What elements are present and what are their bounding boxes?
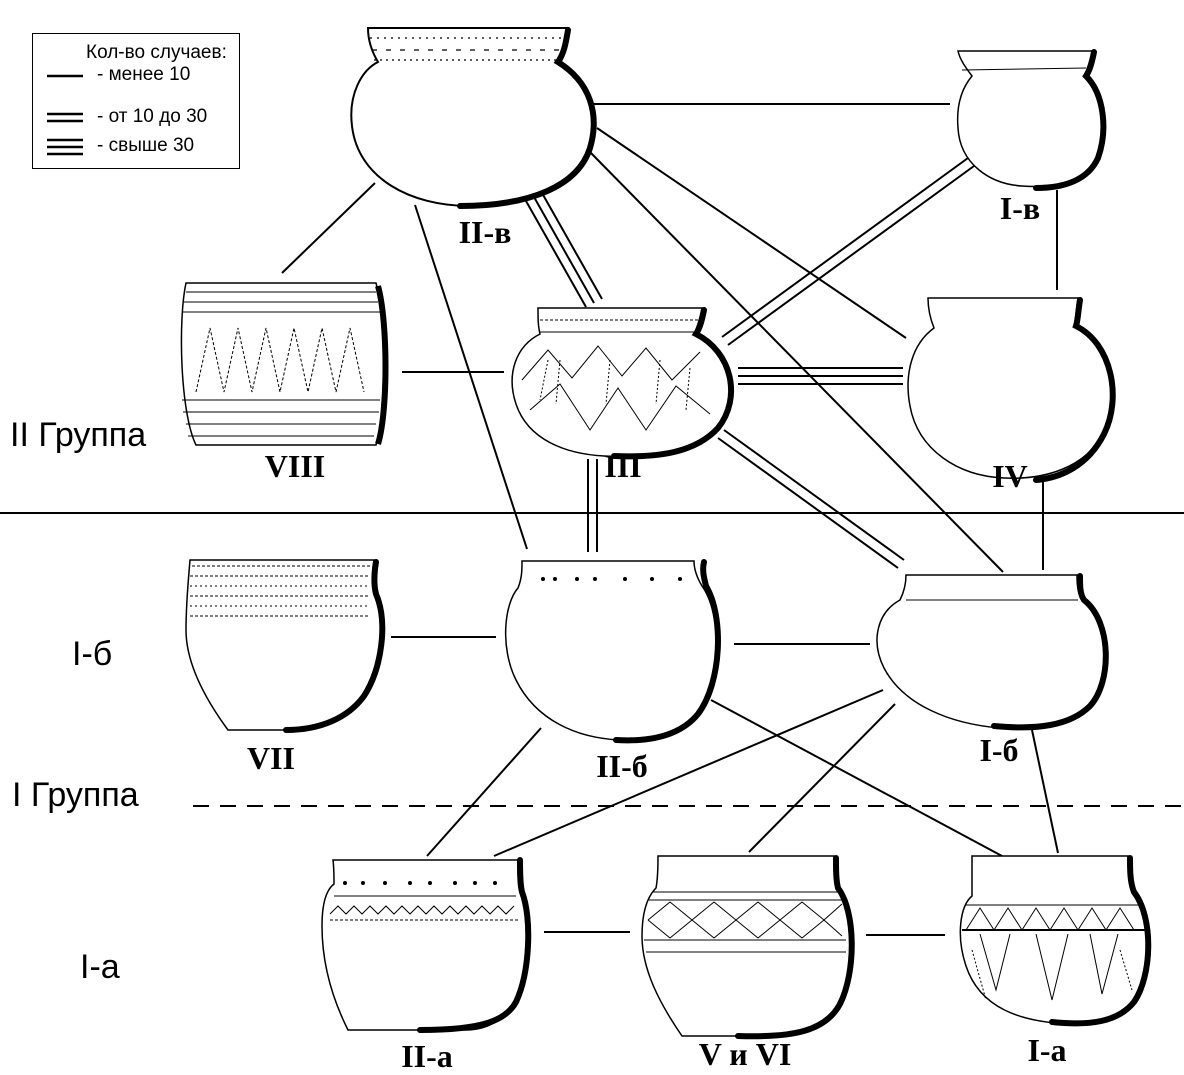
group-label-I: I Группа xyxy=(12,776,139,815)
connection-IIb-Ia xyxy=(711,700,1002,856)
vessel-label-IIb: II-б xyxy=(542,748,702,785)
vessel-label-IV: IV xyxy=(930,458,1090,495)
vessel-Iv xyxy=(958,51,1105,188)
vessel-IV xyxy=(908,298,1113,480)
connections xyxy=(282,104,1058,935)
double-line-icon xyxy=(47,104,83,132)
connection-Ib-VVI xyxy=(749,704,895,852)
legend-row-triple: - свыше 30 xyxy=(47,133,237,161)
vessel-label-Ib: I-б xyxy=(919,732,1079,769)
single-line-icon xyxy=(47,62,83,90)
connection-IIb-IIa xyxy=(427,728,541,856)
connection-IIv-IV xyxy=(597,128,906,338)
legend-row-single: - менее 10 xyxy=(47,62,237,90)
vessel-label-Ia: I-а xyxy=(967,1032,1127,1069)
connection-III-IV xyxy=(738,368,903,384)
triple-line-icon xyxy=(47,133,83,161)
legend-text-triple: - свыше 30 xyxy=(97,135,194,157)
vessel-label-IIa: II-а xyxy=(347,1038,507,1075)
vessel-label-VVI: V и VI xyxy=(665,1036,825,1073)
vessel-VVI xyxy=(642,856,852,1036)
vessel-Ia xyxy=(960,856,1148,1024)
legend-text-single: - менее 10 xyxy=(97,64,190,86)
vessel-VII xyxy=(186,560,382,730)
legend: Кол-во случаев: - менее 10 - от 10 до 30… xyxy=(32,33,240,169)
legend-title: Кол-во случаев: xyxy=(86,42,227,64)
legend-text-double: - от 10 до 30 xyxy=(97,106,207,128)
vessel-label-III: III xyxy=(543,448,703,485)
subgroup-label-Ib: I-б xyxy=(72,635,112,674)
vessel-III xyxy=(512,308,731,457)
vessel-VIII xyxy=(181,283,385,445)
connection-IIv-VIII xyxy=(282,183,375,273)
vessel-label-IIv: II-в xyxy=(405,214,565,251)
vessel-label-VII: VII xyxy=(191,740,351,777)
legend-row-double: - от 10 до 30 xyxy=(47,104,237,132)
connection-III-Ib xyxy=(718,430,904,568)
vessel-label-VIII: VIII xyxy=(215,448,375,485)
vessel-IIb xyxy=(506,561,718,740)
group-label-II: II Группа xyxy=(10,416,146,455)
subgroup-label-Ia: I-а xyxy=(80,948,120,987)
vessel-IIv xyxy=(351,28,593,206)
vessel-Ib xyxy=(877,575,1106,729)
connection-IIv-IIb xyxy=(415,205,527,549)
vessel-IIa xyxy=(322,860,528,1030)
vessel-label-Iv: I-в xyxy=(940,190,1100,227)
